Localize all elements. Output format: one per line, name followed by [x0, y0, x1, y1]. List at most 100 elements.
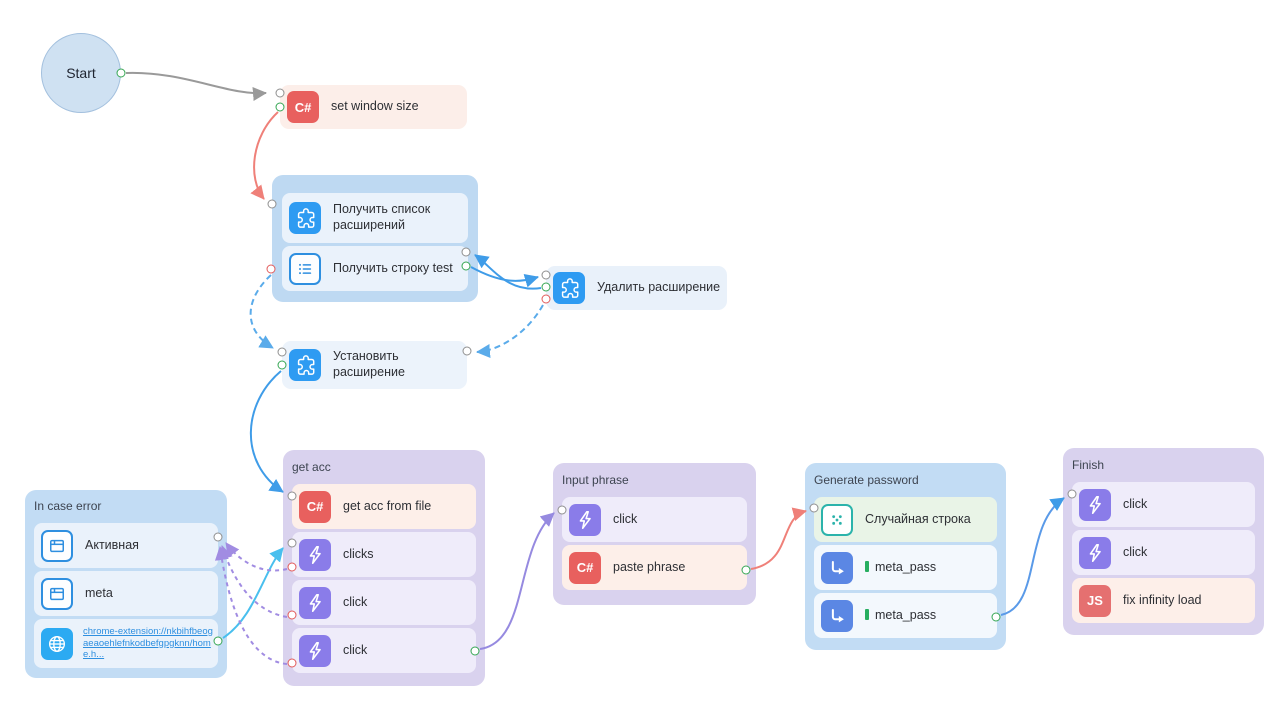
connection-click4-to-inputphrase[interactable]	[479, 512, 555, 650]
lightning-icon	[299, 586, 331, 619]
assign-icon	[821, 551, 853, 584]
node-label: click	[343, 594, 368, 609]
node-set-window-size[interactable]: C# set window size	[280, 85, 467, 129]
port-in[interactable]	[809, 503, 819, 513]
node-row[interactable]: chrome-extension://nkbihfbeogaeaoehlefnk…	[34, 619, 218, 668]
port-in[interactable]	[461, 247, 471, 257]
node-label: Активная	[85, 537, 139, 552]
port-in[interactable]	[275, 88, 285, 98]
port-in[interactable]	[557, 505, 567, 515]
node-row[interactable]: Получить строку test	[282, 246, 468, 291]
port-out-success[interactable]	[116, 68, 126, 78]
globe-icon	[41, 627, 73, 660]
connection-pastephrase-to-randomstring[interactable]	[750, 507, 807, 570]
node-label: set window size	[331, 99, 419, 114]
port-in[interactable]	[267, 199, 277, 209]
node-label: Установить расширение	[333, 349, 405, 379]
group-in-case-error[interactable]: In case error Активная meta chrome-extensi…	[25, 490, 227, 678]
port-out-success[interactable]	[991, 612, 1001, 622]
node-row[interactable]: C# get acc from file	[292, 484, 476, 529]
node-row[interactable]: Получить список расширений	[282, 193, 468, 243]
node-row[interactable]: click	[1072, 482, 1255, 527]
start-node[interactable]: Start	[41, 33, 121, 113]
node-label: Случайная строка	[865, 511, 971, 526]
node-label: get acc from file	[343, 498, 432, 513]
port-out-success[interactable]	[461, 261, 471, 271]
node-row[interactable]: click	[292, 628, 476, 673]
dice-icon	[821, 503, 853, 536]
csharp-icon: C#	[299, 490, 331, 523]
node-label: click	[343, 642, 368, 657]
node-delete-extension[interactable]: Удалить расширение	[546, 266, 727, 310]
connection-click4-error-to-activetab[interactable]	[214, 546, 288, 665]
port-in[interactable]	[287, 491, 297, 501]
node-label: meta_pass	[875, 607, 937, 622]
node-row[interactable]: Случайная строка	[814, 497, 997, 542]
port-in[interactable]	[277, 347, 287, 357]
browser-icon	[41, 529, 73, 562]
node-row[interactable]: click	[562, 497, 747, 542]
lightning-icon	[299, 634, 331, 667]
node-label: meta	[85, 585, 113, 600]
connection-getstring-error-to-install[interactable]	[249, 274, 274, 349]
connection-install-to-getacc[interactable]	[249, 370, 284, 493]
node-label: fix infinity load	[1123, 592, 1202, 607]
node-row[interactable]: Активная	[34, 523, 218, 568]
lightning-icon	[1079, 488, 1111, 521]
port-out-success[interactable]	[213, 636, 223, 646]
port-out-error[interactable]	[287, 658, 297, 668]
group-title: In case error	[34, 499, 102, 513]
node-row[interactable]: meta_pass	[814, 545, 997, 590]
lightning-icon	[569, 503, 601, 536]
node-row[interactable]: click	[1072, 530, 1255, 575]
connection-metapass-to-finish[interactable]	[1000, 497, 1065, 616]
port-out-error[interactable]	[287, 562, 297, 572]
connection-clicks-error-to-activetab[interactable]	[225, 542, 288, 572]
node-label: click	[613, 511, 638, 526]
connection-delete-to-getstring[interactable]	[474, 254, 542, 290]
node-row[interactable]: meta	[34, 571, 218, 616]
puzzle-icon	[289, 202, 321, 234]
group-title: Generate password	[814, 473, 919, 487]
connection-start-to-setwindow[interactable]	[125, 71, 267, 101]
connection-delete-error-to-install[interactable]	[476, 304, 544, 358]
port-in[interactable]	[462, 346, 472, 356]
port-out-error[interactable]	[287, 610, 297, 620]
port-in[interactable]	[213, 532, 223, 542]
port-out-success[interactable]	[470, 646, 480, 656]
connection-click3-error-to-activetab[interactable]	[219, 545, 288, 618]
port-out-success[interactable]	[275, 102, 285, 112]
connection-chromeext-to-clicks[interactable]	[222, 547, 284, 639]
port-out-success[interactable]	[541, 282, 551, 292]
node-row[interactable]: clicks	[292, 532, 476, 577]
lightning-icon	[1079, 536, 1111, 569]
node-label: meta_pass	[875, 559, 937, 574]
group-title: Finish	[1072, 458, 1105, 472]
node-label: click	[1123, 544, 1148, 559]
port-out-error[interactable]	[266, 264, 276, 274]
node-link-label[interactable]: chrome-extension://nkbihfbeogaeaoehlefnk…	[83, 625, 213, 661]
port-in[interactable]	[287, 538, 297, 548]
connection-getstring-to-delete[interactable]	[470, 266, 539, 288]
port-out-success[interactable]	[277, 360, 287, 370]
csharp-icon: C#	[287, 91, 319, 123]
csharp-icon: C#	[569, 551, 601, 584]
node-row[interactable]: C#paste phrase	[562, 545, 747, 590]
puzzle-icon	[289, 349, 321, 381]
port-in[interactable]	[1067, 489, 1077, 499]
node-label: Удалить расширение	[597, 280, 721, 295]
assign-icon	[821, 599, 853, 632]
port-in[interactable]	[541, 270, 551, 280]
port-out-success[interactable]	[741, 565, 751, 575]
node-row[interactable]: meta_pass	[814, 593, 997, 638]
group-generate-password[interactable]: Generate password Случайная строка meta_p…	[805, 463, 1006, 650]
node-row[interactable]: click	[292, 580, 476, 625]
port-out-error[interactable]	[541, 294, 551, 304]
node-install-extension[interactable]: Установить расширение	[282, 341, 467, 389]
